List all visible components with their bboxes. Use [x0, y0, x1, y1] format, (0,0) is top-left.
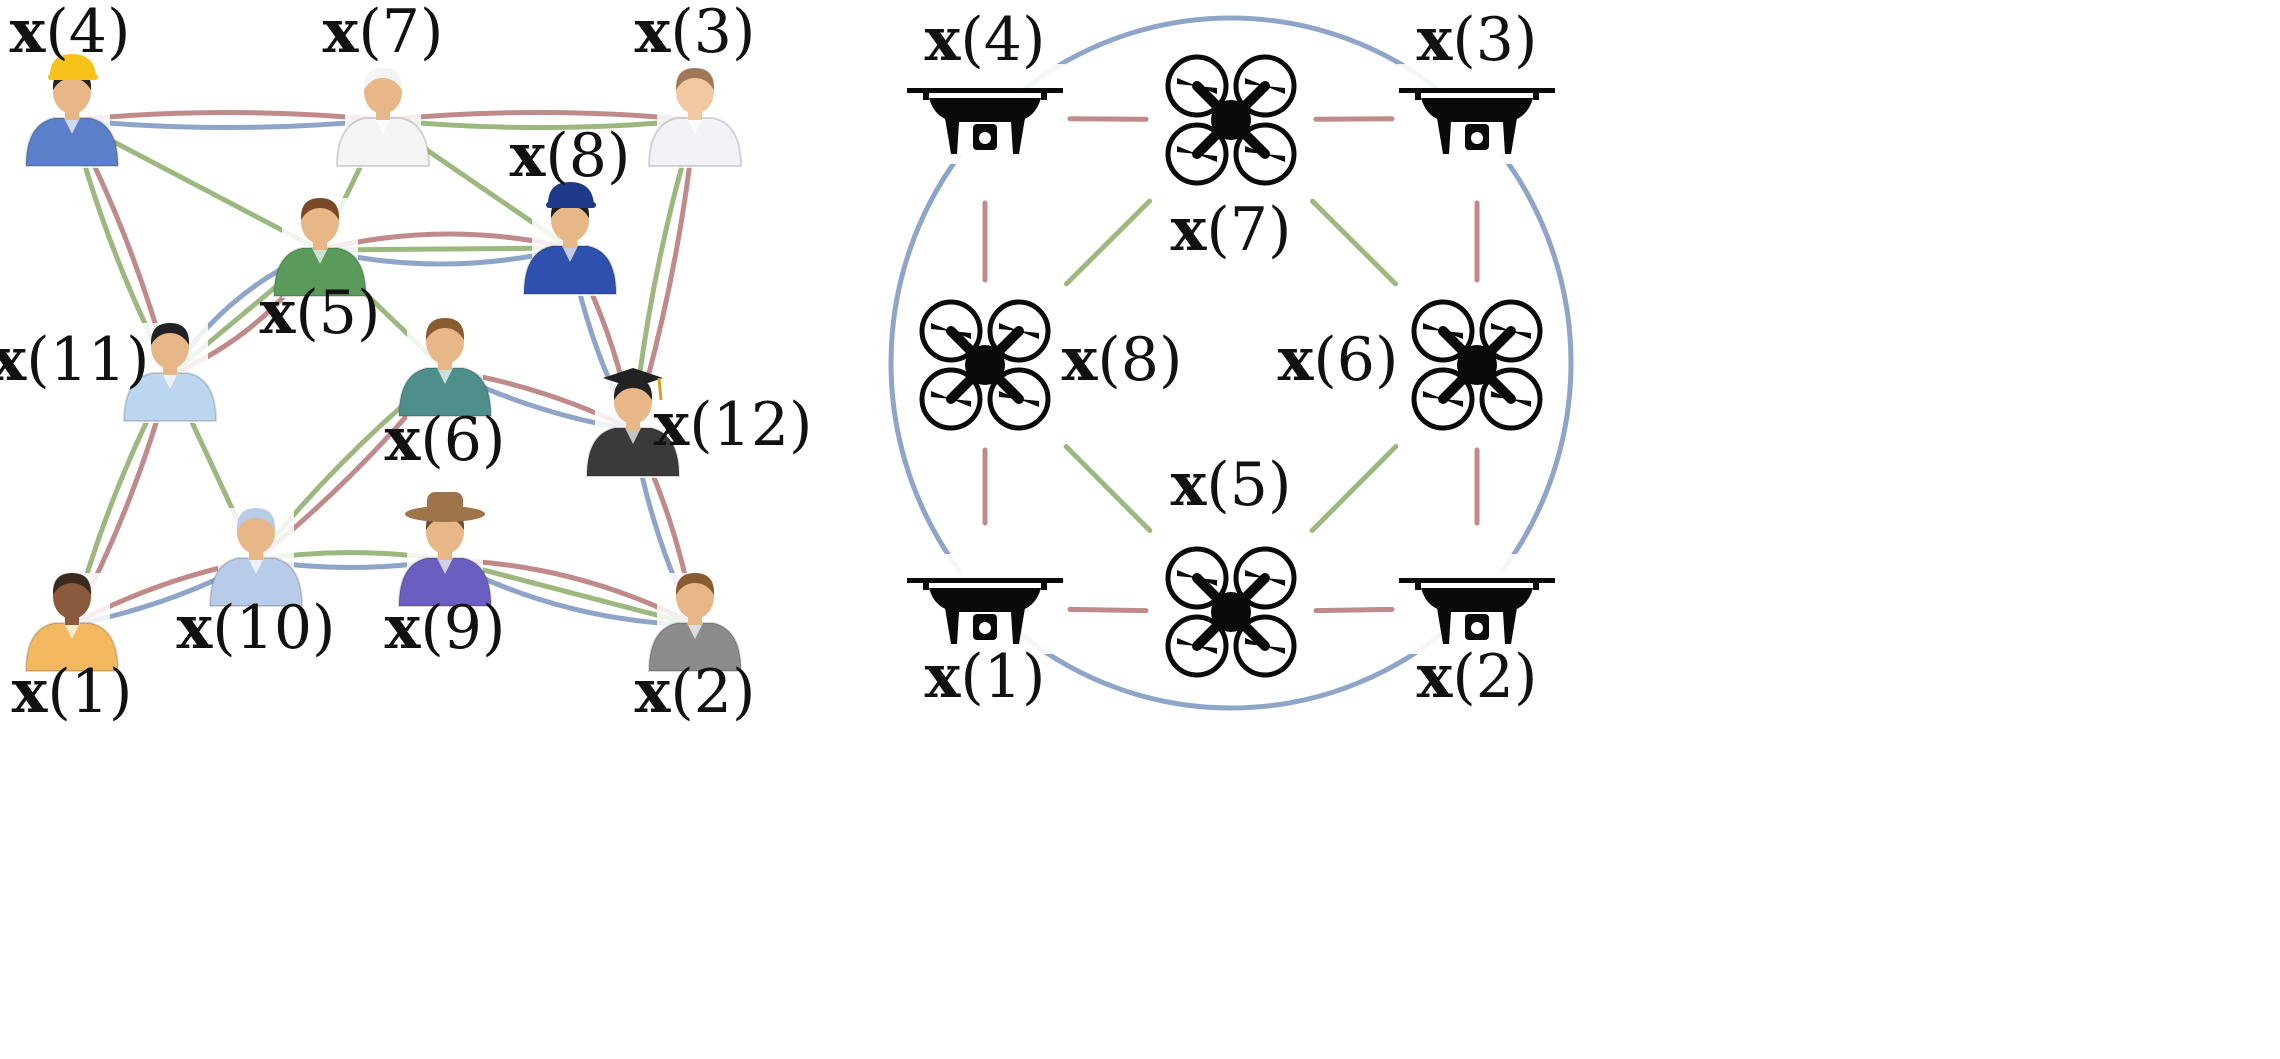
drone-label-8: x(8) [1062, 325, 1183, 395]
person-gray-suit-icon [647, 573, 743, 673]
drone-label-3: x(3) [1417, 5, 1538, 75]
chef-icon [335, 68, 431, 168]
node-label-12: x(12) [654, 390, 813, 460]
person-casual-icon [24, 573, 120, 673]
edge-7-8-green [1063, 198, 1153, 287]
people-network-panel: x(1) x(2) x(3) x(4) x(5)x(6) x(7) x(8) x(9) x(10… [0, 0, 812, 727]
quadcopter-icon [1163, 52, 1299, 188]
drone-network-panel: x(1) x(2) x(3) x(4) x(5) x(6) x(7) x(8) [888, 5, 1574, 712]
person-teal-icon [397, 318, 493, 418]
edge-7-6-green [1309, 198, 1399, 287]
camera-drone-icon [1397, 64, 1557, 164]
node-label-6: x(6) [385, 405, 506, 475]
node-label-9: x(9) [385, 593, 506, 663]
edge-1-5-red [1067, 606, 1149, 614]
node-label-7: x(7) [323, 0, 444, 67]
edge-1-4-blue [888, 152, 963, 574]
people-nodes: x(1) x(2) x(3) x(4) x(5)x(6) x(7) x(8) x(9) x(10… [0, 0, 812, 727]
office-worker-icon [122, 323, 218, 423]
drone-label-4: x(4) [925, 5, 1046, 75]
camera-drone-icon [905, 64, 1065, 164]
node-label-4: x(4) [10, 0, 131, 67]
node-label-5: x(5) [260, 278, 381, 348]
edge-4-3-blue [1018, 15, 1444, 94]
drone-label-6: x(6) [1278, 325, 1399, 395]
bride-icon [647, 68, 743, 168]
doctor-icon [208, 508, 304, 608]
edge-2-1-blue [1018, 632, 1444, 711]
edge-5-2-red [1313, 606, 1395, 614]
construction-worker-icon [24, 54, 120, 168]
node-label-3: x(3) [635, 0, 756, 67]
drone-nodes: x(1) x(2) x(3) x(4) x(5) x(6) x(7) x(8) [905, 5, 1557, 712]
camera-drone-icon [1397, 554, 1557, 654]
drone-label-1: x(1) [925, 642, 1046, 712]
camera-drone-icon [905, 554, 1065, 654]
edge-7-3-red [380, 110, 698, 123]
businessman-icon [272, 198, 368, 298]
node-label-11: x(11) [0, 325, 149, 395]
edge-3-2-blue [1499, 152, 1574, 574]
drone-label-5: x(5) [1171, 450, 1292, 520]
edge-8-5-green [1063, 443, 1153, 534]
edge-7-3-green [380, 117, 698, 130]
edge-4-7-red [1067, 116, 1149, 122]
edge-4-7-red [69, 110, 386, 123]
node-label-2: x(2) [635, 657, 756, 727]
node-label-1: x(1) [12, 657, 133, 727]
cowboy-icon [397, 492, 493, 608]
edge-6-5-green [1309, 443, 1399, 534]
node-label-10: x(10) [177, 593, 336, 663]
graduate-icon [585, 368, 681, 478]
node-label-8: x(8) [510, 121, 631, 191]
drone-edges [888, 15, 1574, 711]
police-officer-icon [522, 182, 618, 296]
edge-7-3-red [1313, 116, 1395, 122]
quadcopter-icon [1409, 297, 1545, 433]
quadcopter-icon [1163, 544, 1299, 680]
drone-label-7: x(7) [1171, 195, 1292, 265]
quadcopter-icon [917, 297, 1053, 433]
drone-label-2: x(2) [1417, 642, 1538, 712]
edge-4-7-blue [69, 117, 386, 130]
